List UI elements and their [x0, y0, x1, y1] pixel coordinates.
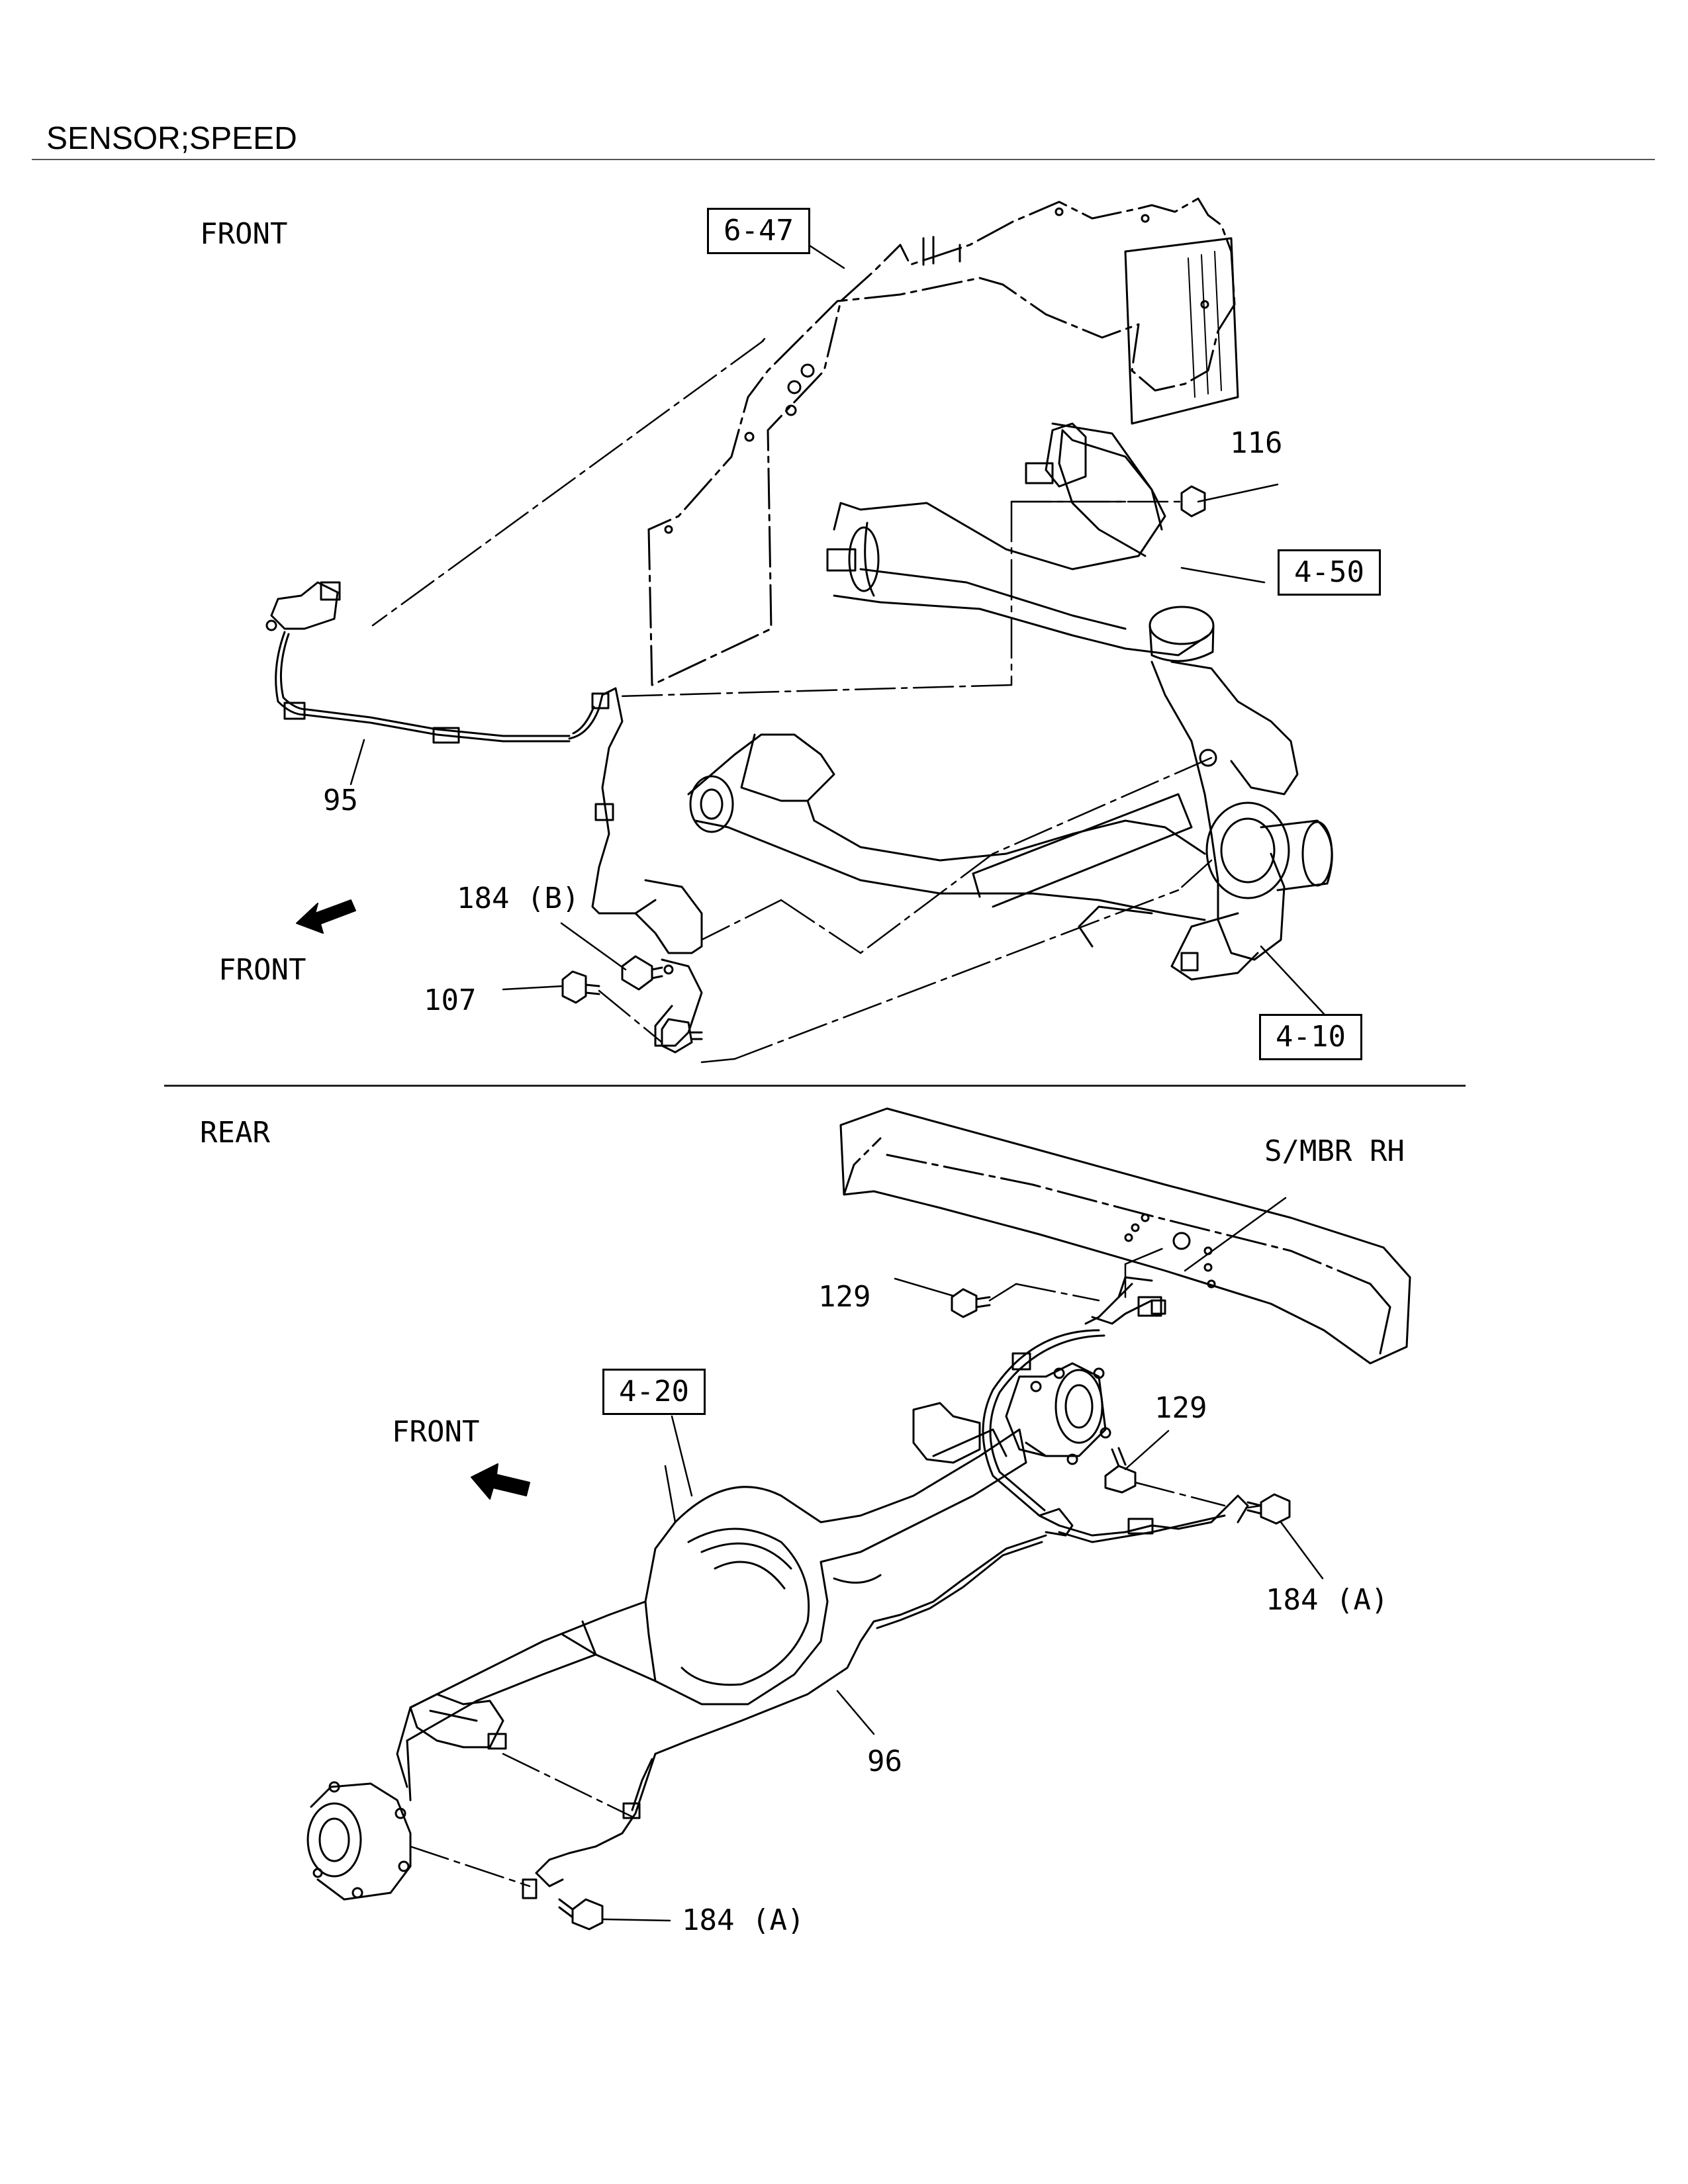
callout-184-a-left[interactable]: 184 (A)	[682, 1903, 805, 1937]
rear-direction-arrow	[471, 1464, 530, 1499]
rear-bolts	[523, 1289, 1289, 1929]
callout-184-a-right[interactable]: 184 (A)	[1266, 1583, 1389, 1617]
callout-107[interactable]: 107	[424, 983, 477, 1017]
rear-direction-label: FRONT	[392, 1415, 480, 1449]
side-member-rh	[841, 1109, 1410, 1363]
side-member-label: S/MBR RH	[1264, 1134, 1405, 1168]
front-direction-label: FRONT	[218, 953, 306, 987]
callout-129-lower[interactable]: 129	[1154, 1391, 1207, 1425]
callout-129-upper[interactable]: 129	[818, 1280, 871, 1314]
page-title: SENSOR;SPEED	[46, 121, 297, 156]
ref-box-6-47[interactable]: 6-47	[707, 208, 810, 254]
rear-sensor-harness	[536, 1277, 1248, 1886]
lower-control-arm	[688, 735, 1216, 920]
rear-axle	[308, 1353, 1110, 1899]
front-leader-lines	[351, 218, 1324, 1062]
front-section-heading: FRONT	[200, 217, 288, 251]
callout-184-b[interactable]: 184 (B)	[457, 882, 580, 915]
callout-95[interactable]: 95	[323, 784, 358, 817]
front-direction-arrow	[297, 900, 355, 933]
front-bolts	[563, 956, 702, 1052]
ref-box-4-50[interactable]: 4-50	[1278, 549, 1381, 596]
fender-liner	[649, 199, 1238, 685]
callout-96[interactable]: 96	[867, 1745, 902, 1778]
steering-knuckle	[1079, 662, 1332, 979]
upper-control-arm	[827, 424, 1213, 661]
rear-leader-lines	[410, 1198, 1323, 1921]
title-divider	[32, 159, 1655, 160]
ref-box-4-20[interactable]: 4-20	[602, 1369, 706, 1415]
front-sensor-harness	[267, 582, 702, 1046]
callout-116[interactable]: 116	[1230, 426, 1283, 460]
ref-box-4-10[interactable]: 4-10	[1259, 1014, 1362, 1060]
nut-116	[1182, 486, 1205, 516]
rear-section-heading: REAR	[200, 1116, 270, 1150]
section-divider	[164, 1085, 1466, 1087]
